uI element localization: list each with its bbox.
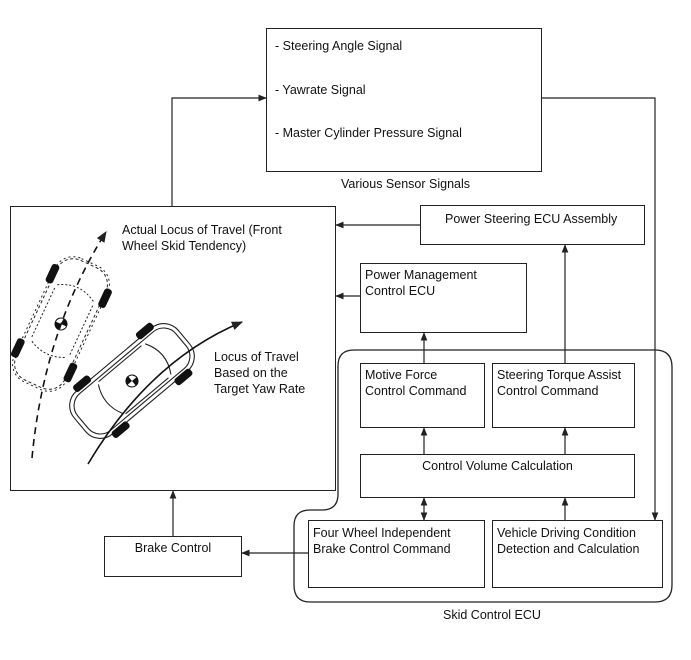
skid-control-ecu-outline [293,349,673,603]
target-locus-car [69,322,195,439]
arrow-vehicle-to-sensors [171,94,267,206]
power-management-label-1: Power Management [365,268,477,282]
power-management-ecu-box: Power Management Control ECU [360,263,527,333]
vehicle-behavior-panel [10,206,336,491]
power-steering-ecu-box: Power Steering ECU Assembly [420,205,645,245]
four-wheel-label-1: Four Wheel Independent [313,526,451,540]
motive-force-label-2: Control Command [365,384,467,398]
sensor-signals-caption: Various Sensor Signals [341,177,471,191]
target-locus-label-1: Locus of Travel [214,350,299,364]
skid-control-ecu-caption: Skid Control ECU [443,608,541,622]
sensor-signals-box: - Steering Angle Signal - Yawrate Signal… [266,28,542,172]
vehicle-driving-box: Vehicle Driving Condition Detection and … [492,520,663,588]
power-management-label-2: Control ECU [365,284,436,298]
actual-locus-path [31,231,107,459]
motive-force-box: Motive Force Control Command [360,363,485,428]
sensor-yawrate: - Yawrate Signal [275,83,366,97]
control-volume-box: Control Volume Calculation [360,454,635,498]
steering-torque-box: Steering Torque Assist Control Command [492,363,635,428]
target-locus-path [87,321,244,465]
four-wheel-brake-box: Four Wheel Independent Brake Control Com… [308,520,485,588]
brake-control-box: Brake Control [104,536,242,577]
power-steering-ecu-label: Power Steering ECU Assembly [445,212,618,226]
vehicle-driving-label-2: Detection and Calculation [497,542,640,556]
sensor-master-cylinder: - Master Cylinder Pressure Signal [275,126,462,140]
actual-locus-label-1: Actual Locus of Travel (Front [122,223,282,237]
motive-force-label-1: Motive Force [365,368,438,382]
four-wheel-label-2: Brake Control Command [313,542,451,556]
vehicle-driving-label-1: Vehicle Driving Condition [497,526,636,540]
brake-control-label: Brake Control [134,541,212,555]
actual-locus-label-2: Wheel Skid Tendency) [122,239,247,253]
target-locus-label-2: Based on the [214,366,288,380]
steering-torque-label-2: Control Command [497,384,599,398]
steering-torque-label-1: Steering Torque Assist [497,368,622,382]
control-volume-label: Control Volume Calculation [422,459,573,473]
sensor-steering-angle: - Steering Angle Signal [275,39,403,53]
arrow-sensors-to-vehicle-driving [542,97,659,521]
target-locus-label-3: Target Yaw Rate [214,382,306,396]
